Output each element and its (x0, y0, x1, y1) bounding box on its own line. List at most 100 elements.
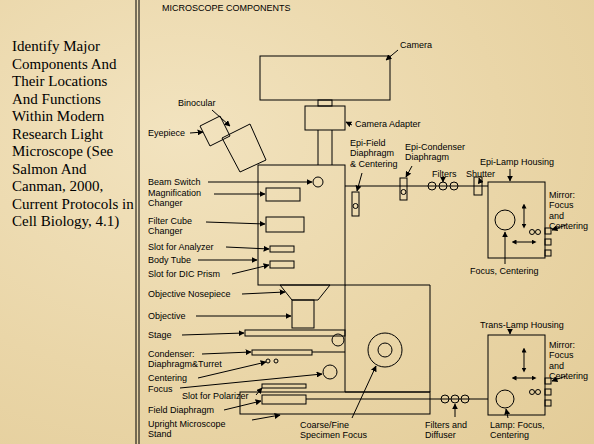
leader-line (180, 374, 322, 388)
leader-line (198, 260, 257, 261)
mirror-knob (545, 239, 551, 245)
camera-neck (318, 100, 332, 106)
part-label: Camera (400, 40, 432, 50)
filter-cube-changer (266, 217, 304, 232)
condenser (252, 350, 312, 355)
leader-line (256, 388, 262, 395)
part-label: Objective (148, 311, 186, 321)
beam-switch (313, 177, 323, 187)
part-label: Shutter (466, 169, 495, 179)
dic-slot (270, 261, 294, 268)
filter (439, 182, 447, 190)
part-label: Filter Cube Changer (148, 216, 202, 237)
part-label: Slot for Polarizer (182, 391, 249, 401)
leader-line (196, 316, 291, 317)
epi-lamp (495, 210, 515, 230)
leader-line (406, 166, 412, 177)
part-label: Mirror: Focus and Centering (549, 340, 591, 381)
condenser-focus-knob (323, 365, 337, 379)
part-label: Epi-Lamp Housing (480, 157, 554, 167)
part-label: Beam Switch (148, 177, 201, 187)
trans-lamp-housing (488, 335, 545, 415)
fine-focus-knob (378, 343, 392, 357)
part-label: Camera Adapter (355, 119, 421, 129)
field-diaphragm (262, 395, 306, 404)
part-label: Slot for Analyzer (148, 242, 214, 252)
part-label: Binocular (178, 98, 216, 108)
epi-condenser-diaphragm (400, 178, 407, 200)
divider-line (139, 0, 140, 444)
magnification-changer (266, 188, 300, 201)
slide-title: MICROSCOPE COMPONENTS (162, 3, 291, 13)
objective-nosepiece (280, 285, 330, 300)
centering-knob (353, 204, 358, 209)
centering-screw (266, 359, 270, 363)
part-label: Field Diaphragm (148, 405, 214, 415)
leader-line (443, 181, 444, 182)
mirror-knob (536, 390, 541, 395)
divider-line (136, 0, 137, 444)
leader-line (352, 366, 376, 418)
centering-screw (274, 359, 278, 363)
leader-line (212, 110, 230, 126)
focus-arrow (524, 206, 525, 226)
leader-line (208, 182, 312, 183)
diaphragm-knob (401, 190, 406, 195)
leader-line (505, 232, 506, 264)
mirror-knob (530, 390, 535, 395)
part-label: Trans-Lamp Housing (480, 320, 564, 330)
part-label: Focus (148, 384, 173, 394)
shutter (474, 177, 482, 195)
epi-field-diaphragm (352, 192, 359, 216)
filter (428, 182, 436, 190)
intro-text: Identify Major Components And Their Loca… (12, 38, 134, 231)
part-label: Stage (148, 330, 172, 340)
eyepiece-tube (200, 116, 230, 146)
trans-lamp (496, 390, 514, 408)
focus-arrow (524, 350, 525, 370)
leader-line (455, 404, 456, 417)
stand-base (240, 392, 430, 414)
part-label: Eyepiece (148, 128, 185, 138)
leader-line (252, 415, 280, 420)
leader-line (224, 401, 261, 410)
camera-adapter (305, 106, 345, 130)
part-label: Upright Microscope Stand (148, 419, 238, 440)
centering-arrow (514, 242, 534, 243)
mirror-knob (545, 389, 551, 395)
tube-wall (332, 130, 333, 165)
tube-wall (318, 130, 319, 165)
leader-line (510, 169, 511, 181)
body-tube (258, 165, 345, 285)
epi-lamp-housing (488, 182, 545, 258)
leader-line (182, 333, 244, 335)
leader-line (202, 352, 251, 354)
part-label: Magnification Changer (148, 188, 212, 209)
leader-line (506, 409, 508, 418)
part-label: Lamp: Focus, Centering (490, 420, 552, 441)
leader-line (510, 331, 511, 334)
leader-line (386, 50, 398, 60)
part-label: Objective Nosepiece (148, 289, 231, 299)
stand-column (345, 285, 430, 392)
mirror-knob (545, 250, 551, 256)
part-label: Coarse/Fine Specimen Focus (300, 420, 374, 441)
mirror-knob (545, 400, 551, 406)
camera-box (260, 56, 390, 100)
leader-line (206, 222, 265, 224)
centering-arrow (514, 378, 534, 379)
leader-line (242, 292, 285, 294)
leader-line (346, 122, 352, 125)
part-label: Mirror: Focus and Centering (549, 190, 591, 231)
part-label: Filters (432, 169, 457, 179)
filter (441, 395, 449, 403)
leader-line (357, 173, 362, 191)
part-label: Slot for DIC Prism (148, 269, 220, 279)
part-label: Body Tube (148, 255, 191, 265)
leader-line (232, 265, 269, 274)
filter (450, 182, 458, 190)
objective (292, 300, 314, 328)
diffuser (461, 395, 469, 403)
polarizer-slot (262, 384, 306, 388)
